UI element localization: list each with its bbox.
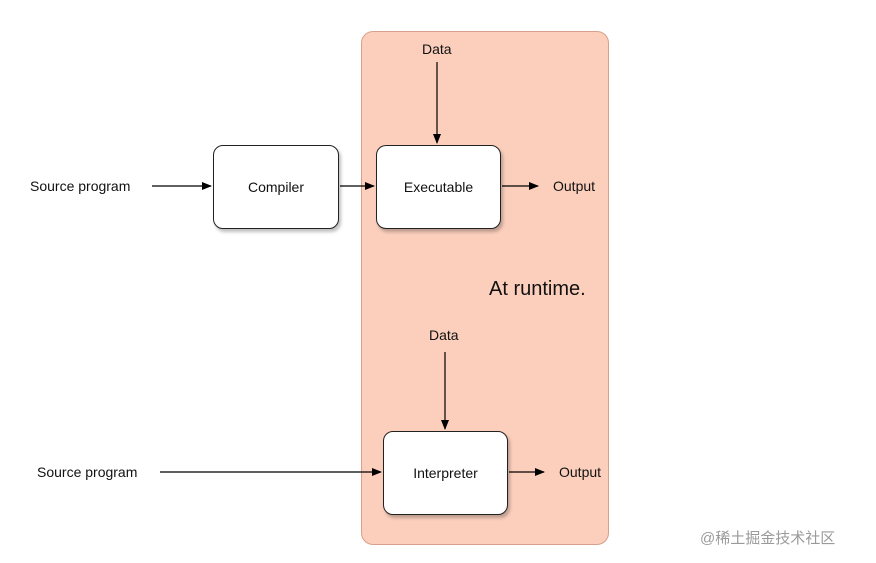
source-program-label-bottom: Source program <box>37 464 138 480</box>
source-program-label-top: Source program <box>30 178 131 194</box>
data-label-bottom: Data <box>429 327 459 343</box>
output-label-top: Output <box>553 178 596 194</box>
watermark: @稀土掘金技术社区 <box>700 530 836 547</box>
output-label-bottom: Output <box>559 464 602 480</box>
executable-node: Executable <box>376 145 501 229</box>
data-label-top: Data <box>422 41 452 57</box>
compiler-node: Compiler <box>213 145 339 229</box>
runtime-label: At runtime. <box>489 278 586 300</box>
interpreter-node: Interpreter <box>383 431 508 515</box>
